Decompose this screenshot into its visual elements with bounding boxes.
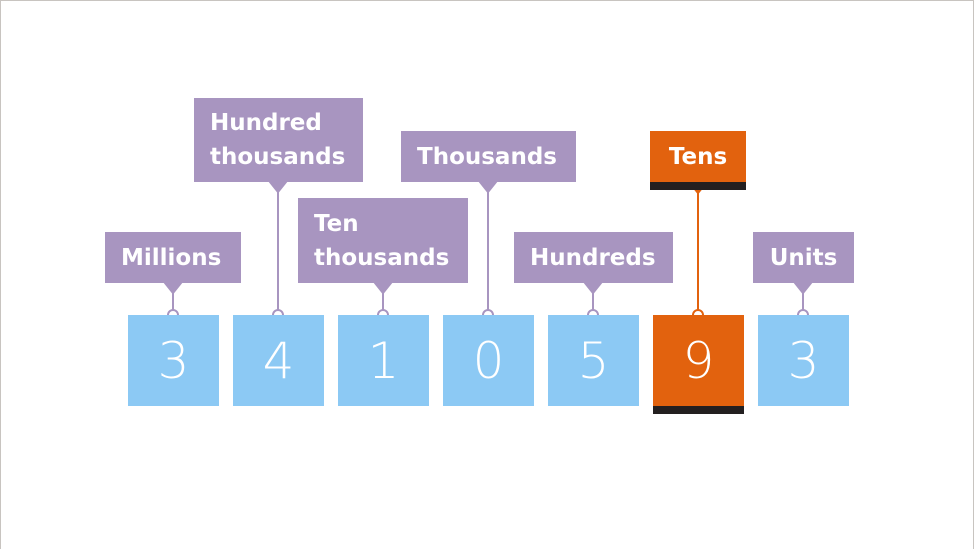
connector-hundred-thousands (267, 181, 289, 321)
digit-box-units: 3 (758, 315, 849, 406)
label-thousands: Thousands (401, 131, 576, 182)
label-millions: Millions (105, 232, 241, 283)
digit-box-thousands: 0 (443, 315, 534, 406)
digit-box-tens: 9 (653, 315, 744, 414)
digit-box-ten-thousands: 1 (338, 315, 429, 406)
connector-thousands (477, 181, 499, 321)
label-ten-thousands: Ten thousands (298, 198, 468, 283)
connector-tens (687, 182, 709, 321)
digit-box-hundred-thousands: 4 (233, 315, 324, 406)
label-hundred-thousands: Hundred thousands (194, 98, 363, 182)
digit-box-millions: 3 (128, 315, 219, 406)
label-tens: Tens (650, 131, 746, 190)
label-hundreds: Hundreds (514, 232, 673, 283)
digit-box-hundreds: 5 (548, 315, 639, 406)
label-units: Units (753, 232, 854, 283)
